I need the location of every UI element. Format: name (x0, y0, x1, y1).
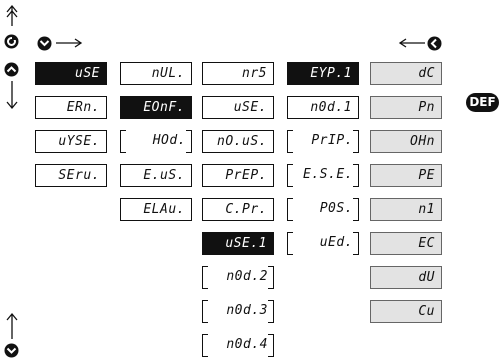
menu-item-col3-2[interactable]: uSE. (202, 96, 274, 119)
menu-item-col4-5[interactable]: P0S. (287, 198, 359, 221)
left-button-icon[interactable] (427, 36, 442, 51)
menu-item-col2-1[interactable]: nUL. (120, 62, 192, 85)
menu-item-col2-4[interactable]: E.uS. (120, 164, 192, 187)
menu-item-col2-5[interactable]: ELAu. (120, 198, 192, 221)
menu-item-col4-1[interactable]: EYP.1 (287, 62, 359, 85)
menu-item-col5-1[interactable]: dC (370, 62, 442, 85)
menu-item-col4-4[interactable]: E.S.E. (287, 164, 359, 187)
menu-item-col3-4[interactable]: PrEP. (202, 164, 274, 187)
menu-item-col3-9[interactable]: n0d.4 (202, 334, 274, 357)
menu-item-col1-3[interactable]: uYSE. (35, 130, 107, 153)
menu-item-col3-6[interactable]: uSE.1 (202, 232, 274, 255)
menu-item-col3-8[interactable]: n0d.3 (202, 300, 274, 323)
arrow-up-small-icon (6, 312, 18, 339)
menu-item-col5-6[interactable]: EC (370, 232, 442, 255)
menu-item-col3-3[interactable]: nO.uS. (202, 130, 274, 153)
down-button-bottom-icon[interactable] (4, 343, 19, 358)
down-button-icon[interactable] (37, 36, 52, 51)
menu-item-col3-1[interactable]: nr5 (202, 62, 274, 85)
rotate-icon[interactable] (4, 34, 19, 49)
menu-item-col1-4[interactable]: SEru. (35, 164, 107, 187)
menu-item-col3-5[interactable]: C.Pr. (202, 198, 274, 221)
menu-item-col2-3[interactable]: HOd. (120, 130, 192, 153)
menu-item-col1-1[interactable]: uSE (35, 62, 107, 85)
arrow-down-icon (6, 81, 18, 110)
menu-item-col4-3[interactable]: PrIP. (287, 130, 359, 153)
menu-item-col3-7[interactable]: n0d.2 (202, 266, 274, 289)
up-button-icon[interactable] (4, 62, 19, 77)
menu-item-col5-8[interactable]: Cu (370, 300, 442, 323)
arrow-left-icon (398, 38, 425, 48)
arrow-right-icon (56, 38, 83, 48)
menu-item-col4-6[interactable]: uEd. (287, 232, 359, 255)
menu-item-col5-5[interactable]: n1 (370, 198, 442, 221)
menu-item-col4-2[interactable]: n0d.1 (287, 96, 359, 119)
menu-item-col1-2[interactable]: ERn. (35, 96, 107, 119)
menu-item-col5-7[interactable]: dU (370, 266, 442, 289)
menu-item-col5-4[interactable]: PE (370, 164, 442, 187)
menu-item-col5-2[interactable]: Pn (370, 96, 442, 119)
menu-item-col2-2[interactable]: EOnF. (120, 96, 192, 119)
def-badge[interactable]: DEF (466, 93, 499, 112)
menu-item-col5-3[interactable]: OHn (370, 130, 442, 153)
arrow-up-icon (6, 5, 18, 26)
